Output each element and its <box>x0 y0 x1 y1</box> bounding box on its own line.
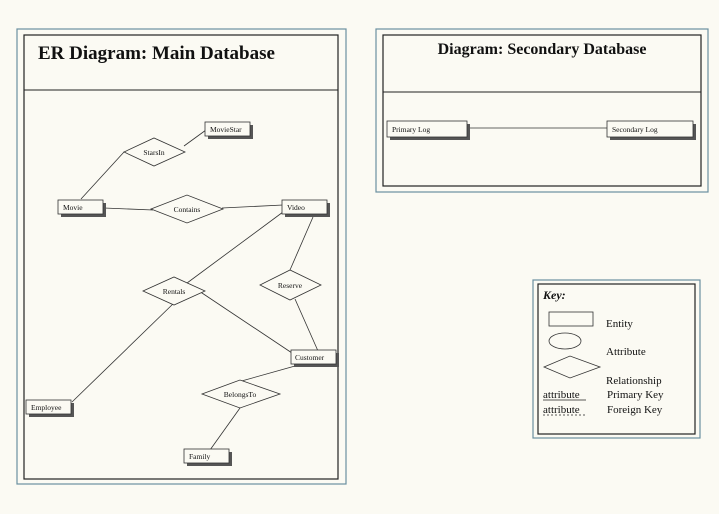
entity-movie: Movie <box>57 199 106 217</box>
starsin-label: StarsIn <box>143 148 164 157</box>
movie-label: Movie <box>63 203 83 212</box>
main-database-panel: ER Diagram: Main Database StarsIn Contai… <box>16 28 347 485</box>
entity-family: Family <box>183 448 232 466</box>
connector-movie-starsin <box>80 151 125 200</box>
reserve-label: Reserve <box>278 281 303 290</box>
entity-secondary-log: Secondary Log <box>606 120 696 140</box>
primary-log-box <box>386 120 468 138</box>
connector-customer-belongsto <box>237 365 296 383</box>
key-foreign-key-label: Foreign Key <box>607 404 663 416</box>
reserve-diamond <box>259 269 322 301</box>
belongsto-label: BelongsTo <box>224 390 257 399</box>
secondary-database-panel: Diagram: Secondary Database Primary Log … <box>375 28 709 193</box>
connector-rentals-customer <box>198 290 296 356</box>
family-label: Family <box>189 452 211 461</box>
key-entity-symbol <box>548 311 594 327</box>
contains-label: Contains <box>174 205 201 214</box>
entity-moviestar: MovieStar <box>204 121 253 139</box>
connector-video-reserve <box>289 216 314 271</box>
connector-video-rentals <box>182 211 284 287</box>
key-primary-key-label: Primary Key <box>607 389 664 401</box>
family-box <box>183 448 230 464</box>
key-primary-key-sample: attribute <box>543 389 580 401</box>
connector-belongsto-family <box>209 407 241 451</box>
moviestar-box <box>204 121 251 137</box>
moviestar-label: MovieStar <box>210 125 242 134</box>
key-foreign-key-sample: attribute <box>543 404 580 416</box>
secondary-panel-border-inner <box>382 34 702 187</box>
entity-primary-log: Primary Log <box>386 120 470 140</box>
entity-video: Video <box>281 199 330 217</box>
key-attribute-label: Attribute <box>606 346 646 358</box>
employee-label: Employee <box>31 403 62 412</box>
video-box <box>281 199 328 215</box>
customer-label: Customer <box>295 353 325 362</box>
key-entity-label: Entity <box>606 318 633 330</box>
secondary-log-label: Secondary Log <box>612 125 658 134</box>
main-panel-title: ER Diagram: Main Database <box>38 43 275 64</box>
main-panel-border-inner <box>23 34 339 480</box>
connector-starsin-moviestar <box>183 129 207 147</box>
key-attribute-symbol <box>548 332 582 350</box>
connector-movie-contains <box>103 207 154 211</box>
rentals-label: Rentals <box>163 287 186 296</box>
relationship-rentals: Rentals <box>142 276 206 306</box>
rentals-diamond <box>142 276 206 306</box>
key-relationship-label: Relationship <box>606 375 662 387</box>
entity-customer: Customer <box>290 349 339 367</box>
secondary-log-box <box>606 120 694 138</box>
main-connectors <box>71 129 319 451</box>
relationship-contains: Contains <box>149 194 225 224</box>
belongsto-diamond <box>200 379 282 409</box>
contains-diamond <box>149 194 225 224</box>
movie-box <box>57 199 104 215</box>
key-relationship-symbol <box>542 355 602 379</box>
video-label: Video <box>287 203 305 212</box>
relationship-belongsto: BelongsTo <box>200 379 282 409</box>
connector-contains-video <box>221 204 284 209</box>
employee-box <box>25 399 72 415</box>
key-title: Key: <box>542 288 566 302</box>
key-panel: Key: Entity Attribute Relationship attri… <box>532 279 701 439</box>
connector-rentals-employee <box>71 301 176 403</box>
entity-employee: Employee <box>25 399 74 417</box>
relationship-reserve: Reserve <box>259 269 322 301</box>
connector-reserve-customer <box>294 298 319 352</box>
main-panel-border-outer <box>16 28 347 485</box>
key-panel-border-outer <box>532 279 701 439</box>
key-panel-border-inner <box>537 283 696 435</box>
relationship-starsin: StarsIn <box>123 137 186 167</box>
secondary-panel-title: Diagram: Secondary Database <box>438 41 647 58</box>
primary-log-label: Primary Log <box>392 125 430 134</box>
customer-box <box>290 349 337 365</box>
secondary-panel-border-outer <box>375 28 709 193</box>
starsin-diamond <box>123 137 186 167</box>
